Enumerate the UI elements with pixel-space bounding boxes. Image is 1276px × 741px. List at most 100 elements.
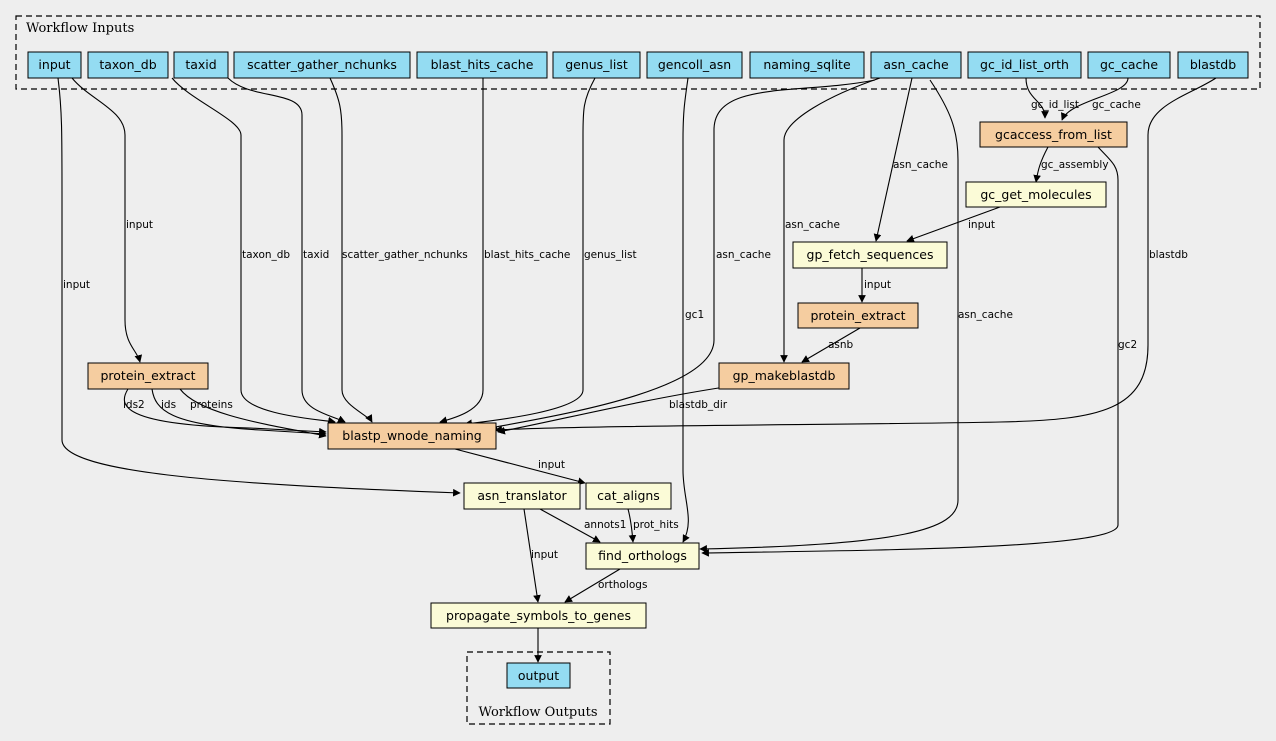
- edge-label-gc-assembly: gc_assembly: [1041, 159, 1109, 171]
- edge-label-gc1: gc1: [685, 309, 704, 321]
- node-protein-extract-b[interactable]: protein_extract: [797, 302, 919, 329]
- node-label: find_orthologs: [598, 548, 687, 563]
- workflow-inputs-group: Workflow Inputs: [15, 15, 1261, 90]
- node-blastp-wnode-naming[interactable]: blastp_wnode_naming: [327, 422, 497, 450]
- node-label: output: [518, 668, 559, 683]
- edge-label-asn-cache-bp: asn_cache: [716, 249, 771, 261]
- node-label: gencoll_asn: [658, 57, 731, 72]
- node-cat-aligns[interactable]: cat_aligns: [585, 482, 672, 510]
- edge-labels: gc_id_list gc_cache gc_assembly asn_cach…: [63, 99, 1188, 591]
- edge-label-ids: ids: [161, 399, 176, 411]
- edge-label-taxon-db: taxon_db: [242, 249, 290, 261]
- edge-blast-hits-cache-to-blastp: [439, 78, 484, 424]
- node-gcaccess-from-list[interactable]: gcaccess_from_list: [979, 121, 1128, 148]
- edge-asn-cache-to-fetch: [873, 77, 913, 242]
- step-nodes: gcaccess_from_list gc_get_molecules gp_f…: [87, 121, 1128, 689]
- node-gc-get-molecules[interactable]: gc_get_molecules: [965, 181, 1107, 208]
- node-blastdb[interactable]: blastdb: [1177, 51, 1249, 79]
- node-label: propagate_symbols_to_genes: [446, 608, 631, 623]
- node-label: gc_id_list_orth: [980, 57, 1069, 72]
- node-propagate-symbols-to-genes[interactable]: propagate_symbols_to_genes: [430, 602, 647, 629]
- edge-blastdb-to-blastp: [494, 77, 1217, 434]
- node-protein-extract-a[interactable]: protein_extract: [87, 362, 209, 390]
- node-taxon-db[interactable]: taxon_db: [87, 51, 169, 79]
- edge-label-blastdb-dir: blastdb_dir: [669, 399, 728, 411]
- edge-gencoll-asn-to-find-orthologs: [682, 77, 690, 543]
- edge-ids-to-blastp: [151, 388, 327, 438]
- node-label: blast_hits_cache: [431, 57, 534, 72]
- node-label: asn_translator: [477, 488, 567, 503]
- edge-protein-extract-to-makeblastdb: [801, 327, 861, 363]
- node-gc-id-list-orth[interactable]: gc_id_list_orth: [967, 51, 1082, 79]
- edge-label-input-prop: input: [531, 549, 558, 561]
- edge-label-input-fetch: input: [968, 219, 995, 231]
- edge-label-asn-cache-fo: asn_cache: [958, 309, 1013, 321]
- node-label: input: [38, 57, 70, 72]
- node-label: protein_extract: [100, 368, 195, 383]
- edge-label-input-pe2: input: [864, 279, 891, 291]
- edge-input-to-protein-extract: [71, 77, 143, 363]
- edge-asn-translator-to-propagate: [523, 508, 541, 603]
- edge-input-to-asn-translator: [57, 77, 461, 497]
- edge-taxon-db-to-blastp: [171, 77, 336, 425]
- edge-label-genus-list: genus_list: [584, 249, 637, 261]
- node-find-orthologs[interactable]: find_orthologs: [585, 542, 700, 570]
- node-input[interactable]: input: [27, 51, 82, 79]
- node-label: taxon_db: [99, 57, 156, 72]
- edges: [57, 77, 1217, 663]
- node-asn-cache[interactable]: asn_cache: [870, 51, 962, 79]
- node-gc-cache[interactable]: gc_cache: [1087, 51, 1171, 79]
- edge-label-lds2: lds2: [123, 399, 145, 411]
- node-label: gp_makeblastdb: [733, 368, 836, 383]
- node-output[interactable]: output: [506, 662, 571, 689]
- edge-label-taxid: taxid: [303, 249, 329, 261]
- node-gp-fetch-sequences[interactable]: gp_fetch_sequences: [792, 241, 948, 269]
- node-gencoll-asn[interactable]: gencoll_asn: [646, 51, 743, 79]
- edge-genus-list-to-blastp: [464, 77, 596, 428]
- node-label: gc_cache: [1100, 57, 1158, 72]
- edge-asn-cache-to-find-orthologs: [699, 79, 959, 553]
- node-label: protein_extract: [810, 308, 905, 323]
- edge-proteins-to-blastp: [179, 388, 327, 439]
- node-scatter-gather-nchunks[interactable]: scatter_gather_nchunks: [233, 51, 411, 79]
- edge-asn-cache-to-blastp: [489, 79, 876, 431]
- node-label: gcaccess_from_list: [995, 127, 1112, 142]
- edge-label-input-translator: input: [63, 279, 90, 291]
- edge-asn-translator-to-find-orthologs: [539, 508, 601, 543]
- edge-label-gc2: gc2: [1118, 339, 1137, 351]
- workflow-outputs-title: Workflow Outputs: [479, 705, 598, 720]
- node-genus-list[interactable]: genus_list: [552, 51, 641, 79]
- edge-blastp-to-cat-aligns: [454, 448, 586, 485]
- edge-makeblastdb-to-blastp: [497, 386, 726, 435]
- workflow-inputs-title: Workflow Inputs: [26, 21, 134, 36]
- node-label: blastdb: [1190, 57, 1236, 72]
- edge-gc-cache-to-gcaccess: [1061, 77, 1129, 121]
- edge-label-scatter: scatter_gather_nchunks: [342, 249, 468, 261]
- edge-label-prot-hits: prot_hits: [633, 519, 679, 531]
- edge-label-orthologs: orthologs: [598, 579, 647, 591]
- node-gp-makeblastdb[interactable]: gp_makeblastdb: [718, 362, 850, 390]
- edge-label-input-cat: input: [538, 459, 565, 471]
- edge-gc-get-molecules-to-fetch: [906, 206, 1001, 243]
- node-label: cat_aligns: [597, 488, 660, 503]
- node-taxid[interactable]: taxid: [173, 51, 229, 79]
- edge-gcaccess-to-gc-get-molecules: [1033, 146, 1049, 183]
- edge-label-blast-hits-cache: blast_hits_cache: [484, 249, 570, 261]
- edge-label-blastdb: blastdb: [1149, 249, 1188, 261]
- node-label: gc_get_molecules: [980, 187, 1091, 202]
- edge-label-asnb: asnb: [828, 339, 854, 351]
- node-asn-translator[interactable]: asn_translator: [463, 482, 581, 510]
- edge-find-orthologs-to-propagate: [564, 568, 621, 603]
- edge-label-gc-id-list: gc_id_list: [1031, 99, 1079, 111]
- edge-label-input-pe: input: [126, 219, 153, 231]
- node-label: taxid: [185, 57, 216, 72]
- edge-label-annots1: annots1: [584, 519, 626, 531]
- edge-label-proteins: proteins: [190, 399, 233, 411]
- node-blast-hits-cache[interactable]: blast_hits_cache: [416, 51, 548, 79]
- node-naming-sqlite[interactable]: naming_sqlite: [749, 51, 865, 79]
- edge-label-gc-cache: gc_cache: [1092, 99, 1141, 111]
- edge-scatter-to-blastp: [329, 77, 373, 423]
- edge-gcaccess-to-find-orthologs: [701, 146, 1119, 557]
- edge-cat-aligns-to-find-orthologs: [627, 508, 637, 543]
